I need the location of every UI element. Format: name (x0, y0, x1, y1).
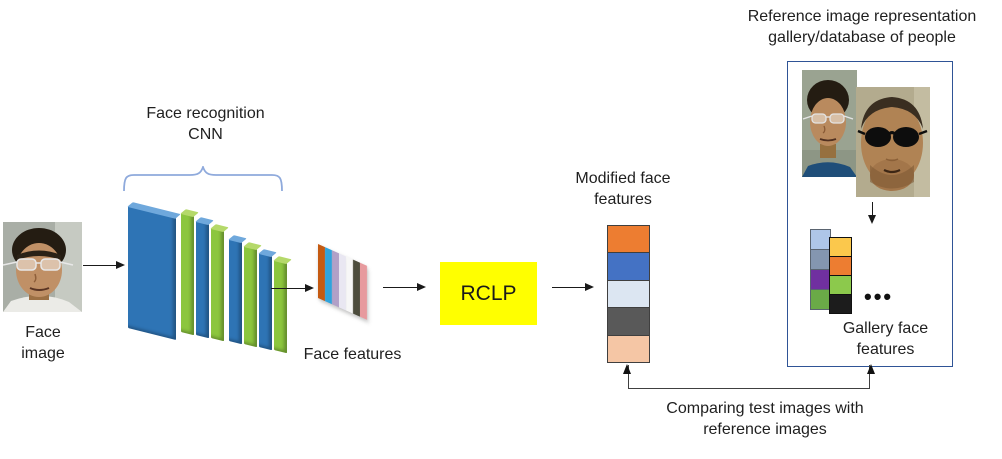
arrow-face-to-cnn (83, 260, 125, 269)
cnn-slab (259, 253, 272, 351)
arrow-photos-to-gallery-features (867, 202, 876, 224)
comparison-connector (623, 364, 875, 389)
feature-block (360, 262, 367, 320)
feature-block (829, 256, 852, 276)
feature-block (332, 250, 339, 308)
feature-block (829, 237, 852, 257)
feature-block (810, 249, 831, 270)
feature-block (346, 256, 353, 314)
feature-block (810, 229, 831, 250)
feature-block (607, 307, 650, 336)
feature-block (353, 259, 360, 317)
feature-block (607, 279, 650, 309)
cnn-slab (196, 221, 209, 339)
rclp-box: RCLP (440, 262, 537, 325)
cnn-title: Face recognition CNN (146, 105, 265, 144)
cnn-slab (211, 228, 224, 342)
cnn-slab (244, 246, 257, 348)
feature-block (810, 289, 831, 310)
cnn-slab (274, 260, 287, 354)
feature-block (829, 294, 852, 314)
gallery-features-back-column (810, 229, 831, 310)
feature-block (607, 334, 650, 364)
feature-block (829, 275, 852, 295)
feature-block (325, 247, 332, 305)
cnn-layer-stack (128, 200, 308, 358)
cnn-slab (181, 213, 194, 336)
face-features-strip (318, 244, 367, 320)
cnn-slab (128, 206, 176, 340)
feature-block (318, 244, 325, 302)
reference-gallery-title: Reference image representation gallery/d… (747, 8, 977, 47)
comparing-label: Comparing test images with reference ima… (666, 400, 864, 439)
gallery-features-front-column (829, 237, 852, 314)
feature-block (339, 253, 346, 311)
feature-block (810, 269, 831, 290)
feature-block (607, 225, 650, 254)
gallery-photo-2 (856, 87, 930, 197)
gallery-features-label: Gallery face features (842, 320, 929, 359)
feature-block (607, 252, 650, 281)
face-features-label: Face features (303, 346, 402, 363)
arrow-features-to-rclp (383, 282, 426, 291)
cnn-slab (229, 239, 242, 345)
gallery-photo-1 (802, 70, 857, 177)
brace-icon (123, 166, 283, 192)
modified-features-label: Modified face features (575, 170, 671, 209)
arrow-rclp-to-modified (552, 282, 594, 291)
modified-features-column (607, 225, 650, 364)
face-image-label: Face image (21, 324, 65, 363)
arrow-cnn-to-features (271, 283, 314, 292)
test-face-photo (3, 222, 82, 312)
ellipsis-dots: ••• (864, 284, 894, 309)
rclp-label: RCLP (460, 281, 517, 305)
